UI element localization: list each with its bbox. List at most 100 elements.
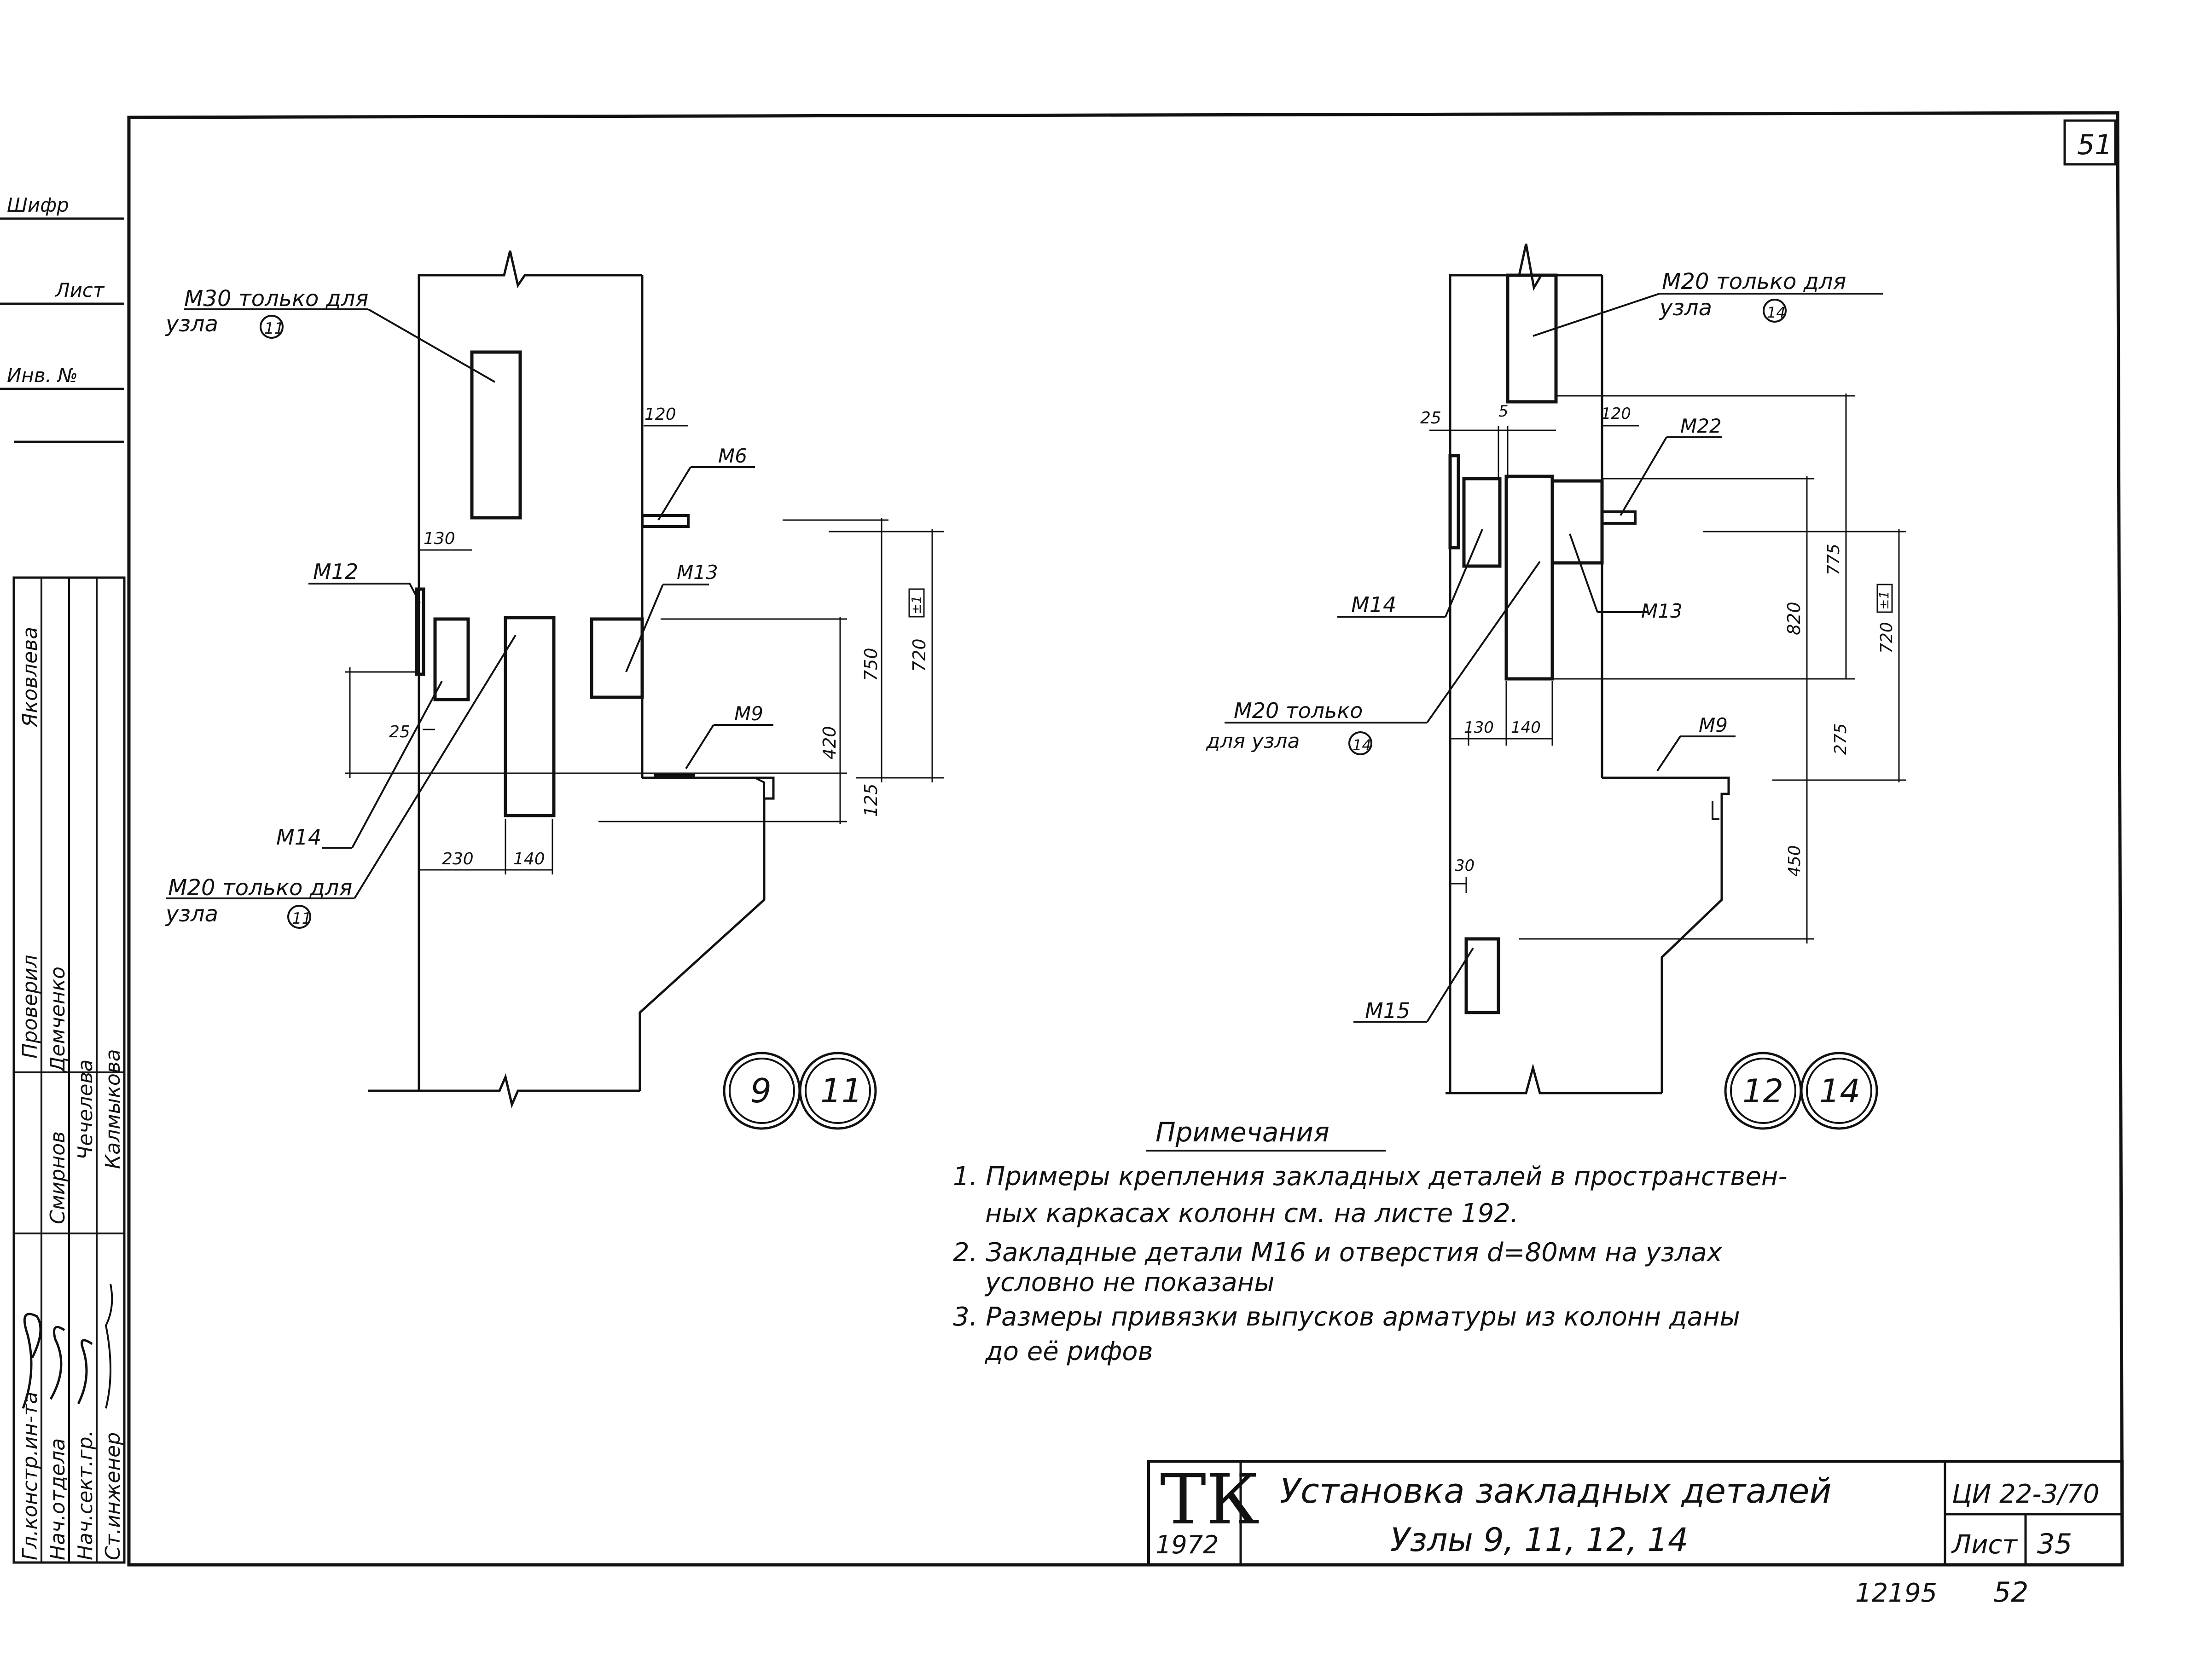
field-label-1: Шифр	[7, 194, 69, 216]
label-m20-top: М20 только для	[1662, 269, 1846, 295]
staff-name-4: Калмыкова	[101, 1049, 125, 1169]
label-m20-top-sub: узла	[1659, 295, 1712, 321]
field-label-3: Инв. №	[7, 364, 78, 387]
note-line-3: 2. Закладные детали М16 и отверстия d=80…	[953, 1238, 1723, 1268]
dim-5: 5	[1498, 402, 1509, 421]
plate-m6	[641, 514, 690, 528]
left-strip: Шифр Лист Инв. № Гл.констр.ин-та Нач.отд…	[0, 194, 126, 1564]
plate-m13	[590, 617, 644, 699]
dim-140: 140	[513, 850, 545, 868]
order-number: 12195	[1855, 1578, 1937, 1608]
label-m15: М15	[1365, 998, 1410, 1023]
note-line-6: до её рифов	[985, 1337, 1153, 1366]
dim-tol: ±1	[1876, 591, 1892, 610]
check-label: Проверил	[18, 955, 42, 1059]
plate-m22	[1601, 510, 1637, 525]
label-m12: М12	[313, 559, 358, 584]
drawing-title-line1: Установка закладных деталей	[1280, 1471, 1831, 1511]
dim-25: 25	[1420, 409, 1441, 428]
dim-125: 125	[861, 783, 881, 817]
label-m30-ref: 11	[264, 319, 284, 338]
dim-450: 450	[1785, 845, 1804, 877]
dim-130: 130	[1464, 718, 1494, 737]
dim-30: 30	[1455, 857, 1475, 875]
dim-140: 140	[1511, 718, 1541, 737]
dim-130: 130	[424, 529, 455, 548]
sheet-value: 35	[2037, 1528, 2072, 1560]
note-line-4: условно не показаны	[984, 1268, 1274, 1297]
label-m6: М6	[718, 445, 747, 467]
plate-m14	[433, 617, 470, 701]
staff-name-2: Демченко	[46, 967, 70, 1073]
label-m14: М14	[276, 825, 321, 850]
label-m14: М14	[1351, 592, 1396, 617]
plate-m14-edge	[1448, 454, 1460, 550]
plate-m14	[1462, 477, 1502, 568]
dim-25: 25	[389, 723, 410, 741]
label-m20: М20 только	[1234, 698, 1363, 723]
staff-role-1: Гл.констр.ин-та	[18, 1392, 42, 1560]
note-line-1: 1. Примеры крепления закладных деталей в…	[953, 1162, 1788, 1192]
dim-720: 720	[1877, 622, 1896, 654]
label-m20: М20 только для	[168, 875, 352, 901]
year: 1972	[1155, 1530, 1219, 1559]
page-number: 52	[1993, 1576, 2028, 1609]
plate-m12	[415, 587, 425, 676]
label-m20-top-ref: 14	[1767, 304, 1786, 321]
label-m9: М9	[734, 702, 763, 725]
signature-1	[22, 1313, 42, 1409]
staff-role-2: Нач.отдела	[46, 1438, 70, 1560]
label-m9: М9	[1699, 714, 1728, 736]
sheet-label: Лист	[1951, 1530, 2018, 1560]
label-m30: М30 только для	[184, 286, 368, 312]
notes: Примечания 1. Примеры крепления закладны…	[953, 1117, 1788, 1366]
node-number-12: 12	[1742, 1072, 1783, 1110]
label-m22: М22	[1680, 415, 1722, 437]
dim-420: 420	[819, 726, 840, 759]
label-m13: М13	[677, 561, 718, 584]
staff-role-3: Нач.сект.гр.	[74, 1430, 97, 1560]
label-m20-ref: 14	[1353, 736, 1371, 754]
staff-name-1: Смирнов	[46, 1131, 70, 1224]
node-number-14: 14	[1819, 1072, 1860, 1110]
dim-720: 720	[909, 638, 929, 672]
dim-tol: ±1	[909, 596, 924, 614]
dim-275: 275	[1831, 723, 1850, 755]
tk-logo: ТК	[1160, 1460, 1260, 1540]
node-9-11: М30 только для узла 11 М6 М12 М13 М9 М14…	[165, 250, 944, 1130]
dim-775: 775	[1824, 544, 1843, 575]
label-m13: М13	[1641, 600, 1683, 622]
plate-m20	[1504, 475, 1554, 681]
footer: 12195 52	[1855, 1576, 2028, 1609]
drawing-title-line2: Узлы 9, 11, 12, 14	[1390, 1521, 1688, 1559]
label-m20-sub: узла	[165, 901, 218, 927]
node-number-9: 9	[750, 1071, 772, 1110]
dim-230: 230	[442, 850, 474, 868]
plate-m20	[504, 616, 556, 817]
plate-m13	[1550, 479, 1604, 565]
drawing-code: ЦИ 22-3/70	[1952, 1479, 2099, 1509]
label-m20-sub: для узла	[1206, 729, 1300, 753]
plate-m20-top	[1506, 273, 1558, 404]
dim-120: 120	[1601, 405, 1631, 423]
signature-3	[77, 1339, 93, 1405]
dim-120: 120	[644, 405, 676, 424]
node-12-14: М20 только для узла 14 М22 М14 М13 М20 т…	[1206, 243, 1906, 1130]
signature-4	[105, 1284, 113, 1409]
staff-name-3: Чечелева	[74, 1059, 97, 1160]
notes-heading: Примечания	[1155, 1117, 1330, 1148]
dim-820: 820	[1784, 602, 1804, 635]
dim-750: 750	[861, 648, 881, 681]
field-label-2: Лист	[54, 279, 105, 301]
label-m20-ref: 11	[292, 909, 312, 928]
check-name: Яковлева	[18, 627, 42, 728]
plate-m30	[470, 350, 522, 520]
staff-role-4: Ст.инженер	[101, 1432, 125, 1560]
sheet-number-top: 51	[2077, 129, 2112, 161]
title-block: ТК 1972 Установка закладных деталей Узлы…	[1147, 1460, 2124, 1566]
note-line-5: 3. Размеры привязки выпусков арматуры из…	[953, 1302, 1740, 1332]
node-number-11: 11	[820, 1071, 863, 1110]
note-line-2: ных каркасах колонн см. на листе 192.	[985, 1198, 1519, 1228]
